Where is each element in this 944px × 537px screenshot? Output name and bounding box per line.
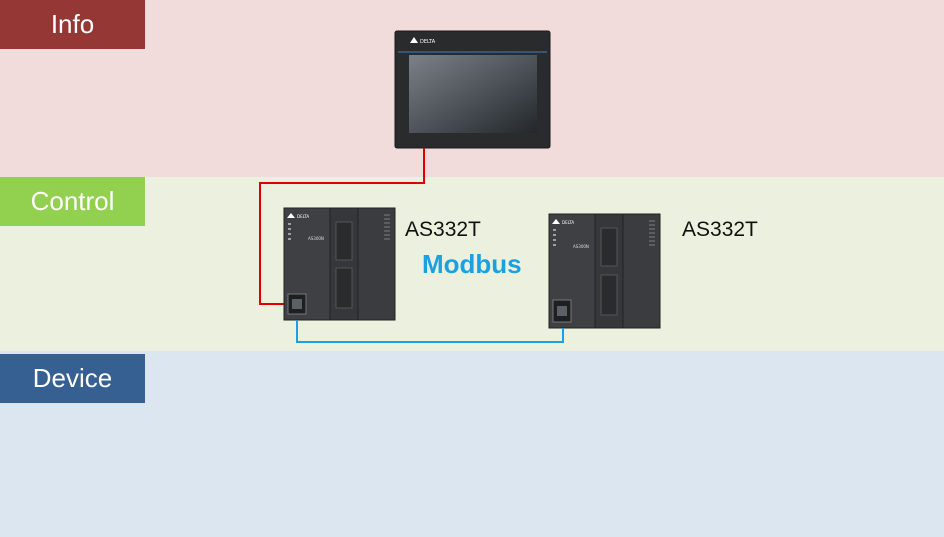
svg-text:DELTA: DELTA bbox=[562, 220, 574, 225]
hmi-brand-text: DELTA bbox=[420, 39, 436, 45]
delta-logo-icon bbox=[287, 213, 295, 218]
control-layer-label: Control bbox=[0, 177, 145, 226]
plc-2-label: AS332T bbox=[682, 218, 758, 241]
device-layer-band bbox=[0, 351, 944, 537]
svg-text:DELTA: DELTA bbox=[297, 214, 309, 219]
modbus-label: Modbus bbox=[422, 249, 522, 279]
control-layer-band bbox=[0, 177, 944, 351]
delta-logo-icon bbox=[552, 219, 560, 224]
plc-2[interactable]: DELTA AS300N bbox=[548, 213, 661, 329]
modbus-cable bbox=[296, 320, 564, 343]
hmi-screen bbox=[409, 55, 537, 133]
device-layer-label: Device bbox=[0, 354, 145, 403]
ethernet-cable bbox=[259, 148, 425, 305]
delta-logo-icon bbox=[410, 37, 418, 43]
plc-1-label: AS332T bbox=[405, 218, 481, 241]
plc-1[interactable]: DELTA AS300N bbox=[283, 207, 396, 321]
plc-1-model-text: AS300N bbox=[308, 236, 324, 241]
plc-2-model-text: AS300N bbox=[573, 244, 589, 249]
info-layer-label: Info bbox=[0, 0, 145, 49]
hmi-panel[interactable]: DELTA bbox=[394, 30, 551, 149]
